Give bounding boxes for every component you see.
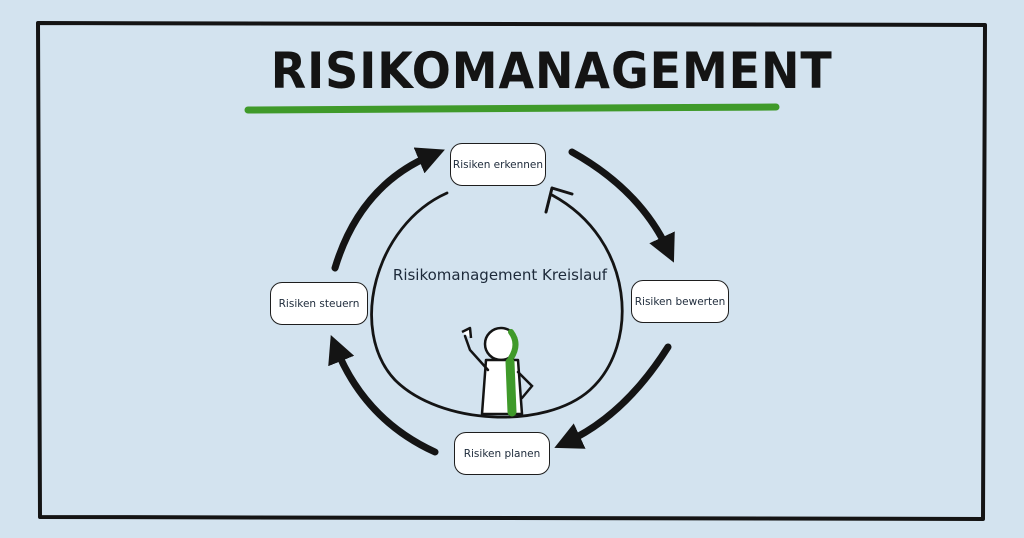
- node-risiken-steuern: Risiken steuern: [270, 282, 368, 325]
- node-risiken-bewerten: Risiken bewerten: [631, 280, 729, 323]
- node-risiken-erkennen: Risiken erkennen: [450, 143, 546, 186]
- page-title: RISIKOMANAGEMENT: [270, 42, 833, 100]
- arrow-planen-to-steuern: [328, 335, 439, 456]
- arrow-erkennen-to-bewerten: [568, 148, 675, 263]
- arrow-steuern-to-erkennen: [331, 147, 445, 272]
- node-risiken-planen: Risiken planen: [454, 432, 550, 475]
- inner-cycle-circle: [370, 191, 624, 419]
- title-underline: [244, 103, 780, 114]
- inner-arrowhead: [544, 186, 574, 214]
- arrow-bewerten-to-planen: [554, 343, 672, 449]
- cycle-center-label: Risikomanagement Kreislauf: [392, 266, 608, 284]
- frame: [36, 21, 987, 521]
- stick-figure-icon: [461, 326, 534, 417]
